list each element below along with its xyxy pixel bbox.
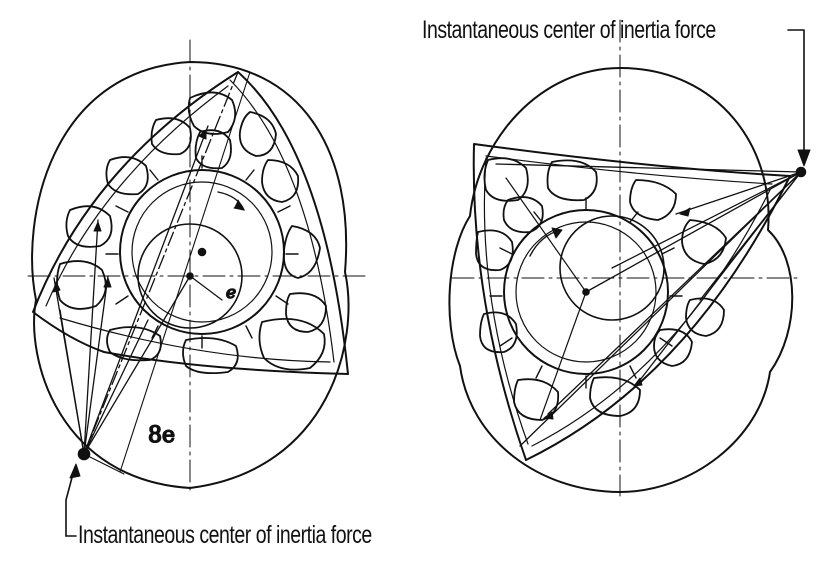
left-rotor-pockets [57,92,326,373]
right-caption-leader [788,30,804,156]
right-eccentric-shaft [560,216,664,320]
right-rotor-triangle [474,144,790,460]
right-housing-outline [449,68,792,492]
dimension-8e-label: 8e [148,423,175,448]
right-rotor-diagram [449,20,810,496]
top-right-caption: Instantaneous center of inertia force [422,16,716,44]
eccentricity-label: e [226,283,236,303]
right-force-lines [496,164,801,446]
left-rotor-diagram: e 8e [28,40,366,536]
left-eccentric-shaft [138,224,242,328]
left-caption-leader [66,470,74,536]
bottom-left-caption: Instantaneous center of inertia force [78,521,372,549]
left-force-lines [54,72,238,454]
right-rotor-pockets [476,158,726,420]
left-rotor-triangle [33,72,348,374]
